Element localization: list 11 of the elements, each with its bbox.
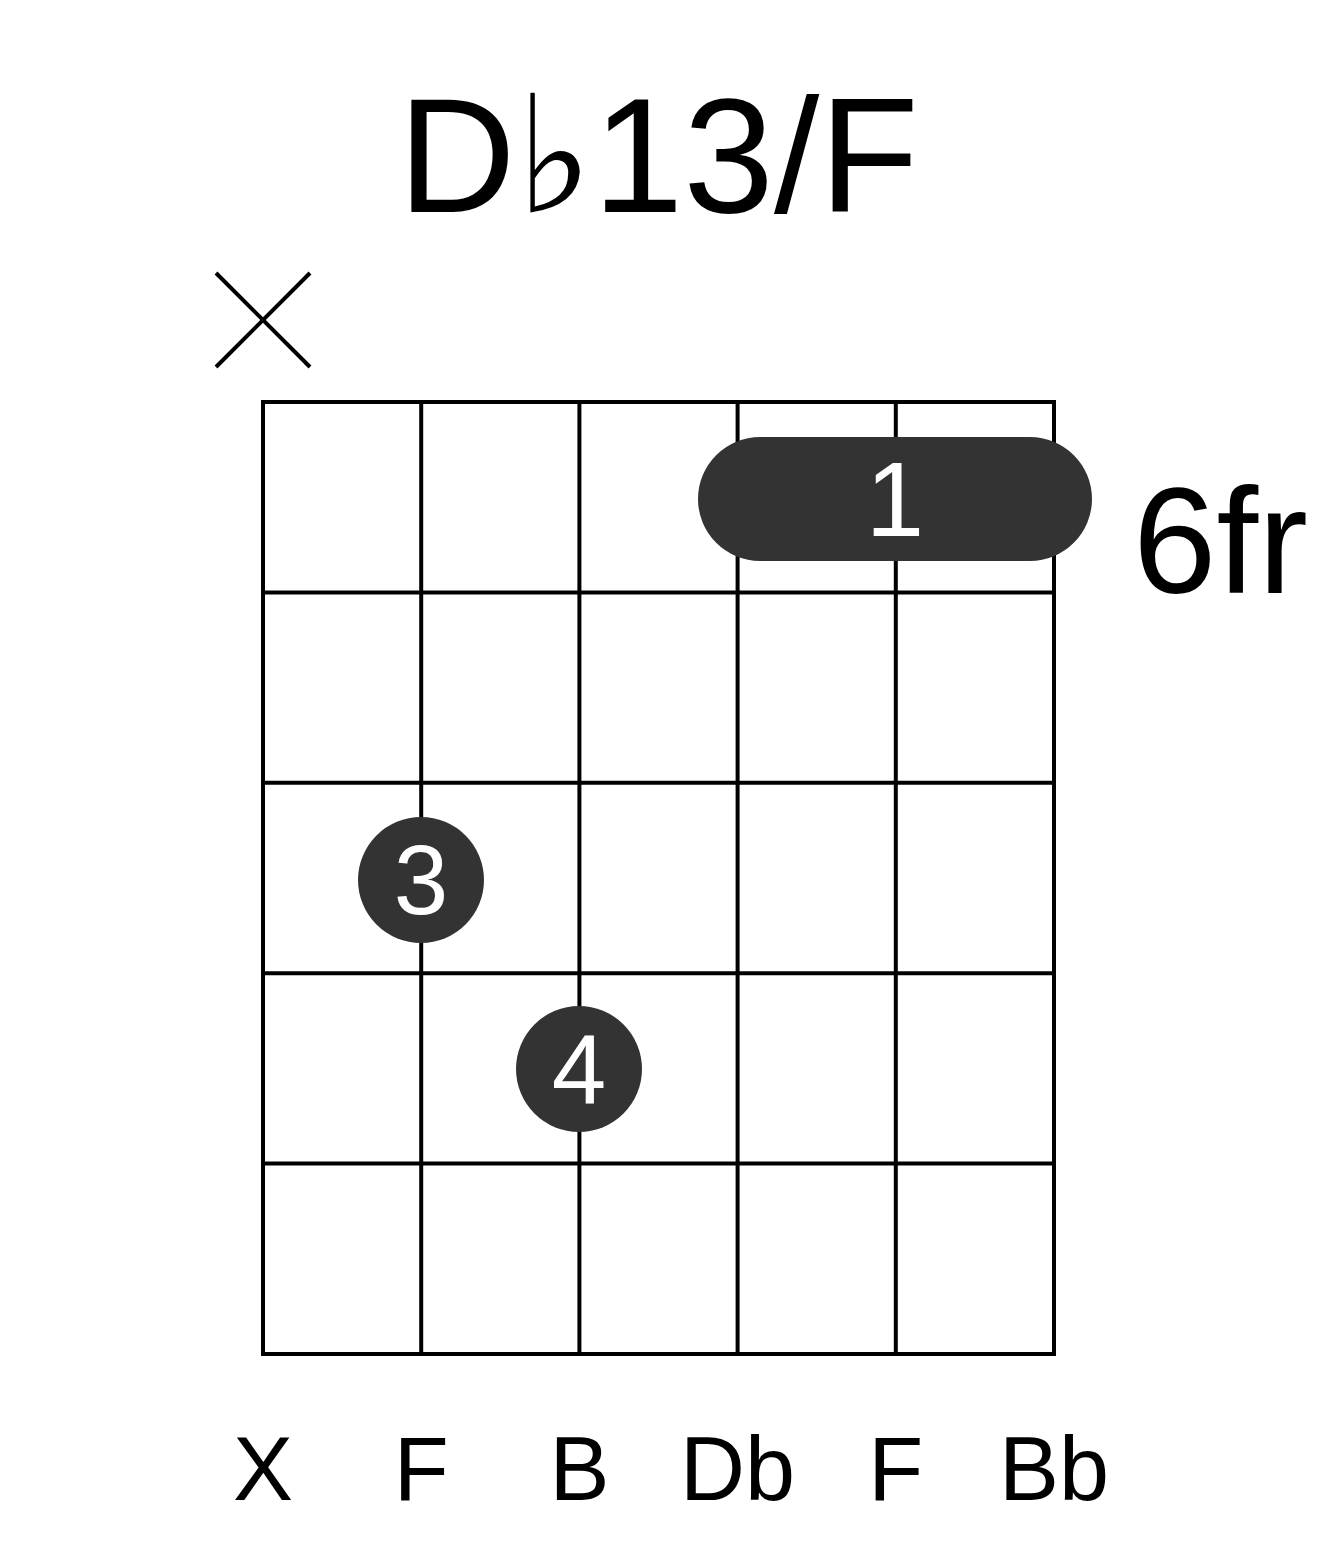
string-note: X bbox=[233, 1424, 293, 1514]
chord-title: D♭13/F bbox=[397, 74, 920, 237]
string-note: F bbox=[393, 1424, 449, 1514]
string-note: Bb bbox=[998, 1424, 1110, 1514]
finger-number: 1 bbox=[865, 446, 925, 552]
string-note: F bbox=[868, 1424, 924, 1514]
string-note: Db bbox=[680, 1424, 796, 1514]
finger-number: 4 bbox=[551, 1020, 607, 1118]
finger-number: 3 bbox=[393, 831, 449, 929]
fret-number: 6fr bbox=[1133, 466, 1309, 616]
string-note: B bbox=[549, 1424, 610, 1514]
